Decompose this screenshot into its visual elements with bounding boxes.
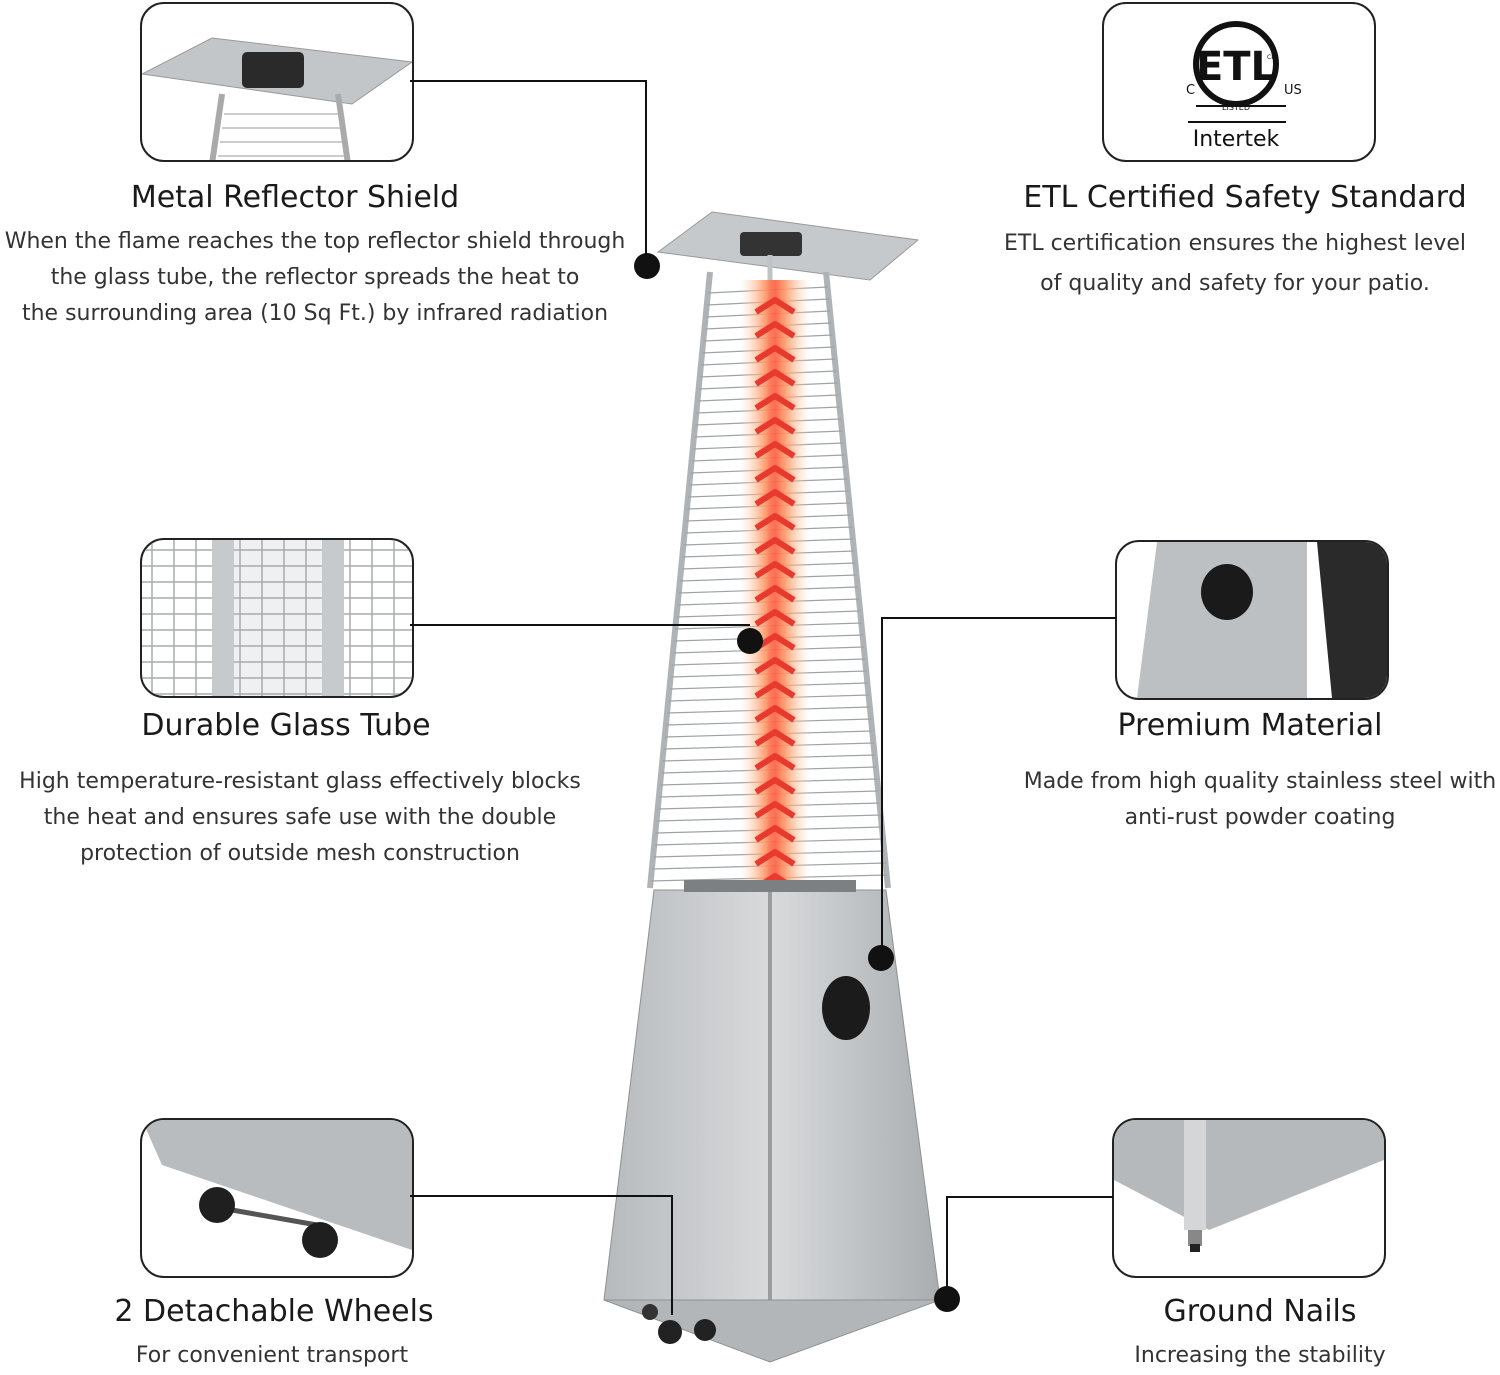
wheels-thumbnail <box>140 1118 414 1278</box>
callout-dot-material <box>868 945 894 971</box>
callout-line-nails-v <box>946 1196 948 1296</box>
feature-title-etl: ETL Certified Safety Standard <box>1023 180 1467 215</box>
patio-heater-illustration <box>603 211 940 1363</box>
feature-title-material: Premium Material <box>1117 708 1383 743</box>
flame-chevron <box>754 585 796 603</box>
premium-material-thumbnail <box>1115 540 1389 700</box>
svg-text:C: C <box>1186 83 1195 98</box>
flame-chevron <box>754 681 796 699</box>
flame-chevron <box>754 513 796 531</box>
flame-chevron <box>754 705 796 723</box>
flame-chevron <box>754 393 796 411</box>
callout-dot-glass <box>737 628 763 654</box>
flame-chevron <box>754 609 796 627</box>
svg-text:ETL: ETL <box>1196 44 1276 90</box>
flame-chevron <box>754 369 796 387</box>
flame-chevron <box>754 489 796 507</box>
flame-chevron <box>754 465 796 483</box>
ground-nails-thumbnail <box>1112 1118 1386 1278</box>
feature-title-nails: Ground Nails <box>1163 1294 1357 1329</box>
feature-desc-nails: Increasing the stability <box>1134 1343 1386 1368</box>
flame-chevron <box>754 657 796 675</box>
flame-chevron <box>754 777 796 795</box>
feature-title-glass: Durable Glass Tube <box>141 708 431 743</box>
callout-line-reflector-v <box>645 80 647 266</box>
svg-text:CM: CM <box>1267 54 1276 61</box>
flame-chevron <box>754 321 796 339</box>
callout-line-material-h <box>882 617 1116 619</box>
callout-line-glass-h <box>410 624 750 626</box>
callout-line-wheels-h <box>410 1195 672 1197</box>
feature-title-wheels: 2 Detachable Wheels <box>114 1294 434 1329</box>
base-window <box>822 976 870 1040</box>
feature-desc-reflector: When the flame reaches the top reflector… <box>4 229 626 326</box>
flame-chevron <box>754 561 796 579</box>
flame-chevron <box>754 801 796 819</box>
flame-chevron <box>754 417 796 435</box>
callout-line-wheels-v <box>671 1195 673 1315</box>
flame-chevron <box>754 825 796 843</box>
svg-text:Intertek: Intertek <box>1193 127 1280 152</box>
flame-chevron <box>754 537 796 555</box>
callout-line-material-v <box>881 617 883 957</box>
callout-dot-nails <box>934 1286 960 1312</box>
etl-logo-box: ETL C US LISTED CM Intertek <box>1102 2 1376 162</box>
flame-chevron <box>754 441 796 459</box>
flame-chevron <box>754 849 796 867</box>
feature-desc-glass: High temperature-resistant glass effecti… <box>19 769 581 866</box>
flame-chevron <box>754 345 796 363</box>
feature-desc-etl: ETL certification ensures the highest le… <box>1004 231 1466 296</box>
callout-line-reflector-h <box>410 80 646 82</box>
glass-tube-thumbnail <box>140 538 414 698</box>
callout-line-nails-h <box>947 1196 1113 1198</box>
feature-title-reflector: Metal Reflector Shield <box>130 180 460 215</box>
etl-certification-icon: ETL C US LISTED CM Intertek <box>1186 21 1302 152</box>
svg-text:LISTED: LISTED <box>1222 103 1250 112</box>
callout-dot-reflector <box>634 253 660 279</box>
flame-chevron <box>754 297 796 315</box>
reflector-shield-thumbnail <box>140 2 414 162</box>
flame-chevron <box>754 729 796 747</box>
flame-chevron <box>754 753 796 771</box>
feature-desc-material: Made from high quality stainless steel w… <box>1023 769 1497 830</box>
svg-text:US: US <box>1284 83 1302 98</box>
feature-desc-wheels: For convenient transport <box>135 1343 409 1368</box>
